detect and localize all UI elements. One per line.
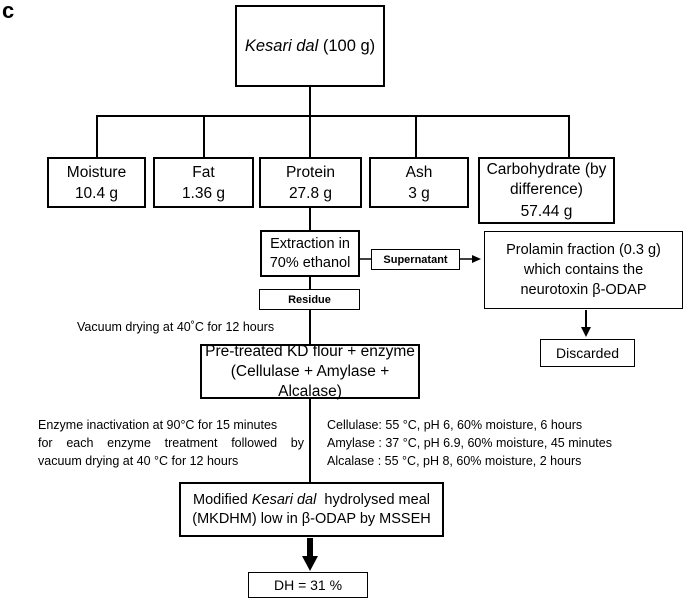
condition-cellulase: Cellulase: 55 °C, pH 6, 60% moisture, 6 … [327,418,583,432]
connector-carbohydrate [568,115,570,157]
connector-protein [309,115,311,157]
supernatant-arrowhead [472,255,481,263]
connector-root-down [309,86,311,116]
modified-box: Modified Kesari dal hydrolysed meal (MKD… [179,482,444,537]
connector-fat [203,115,205,157]
discarded-box: Discarded [540,339,635,367]
inactivation-note: Enzyme inactivation at 90°C for 15 minut… [38,416,304,470]
protein-box: Protein 27.8 g [259,157,362,208]
condition-alcalase: Alcalase : 55 °C, pH 8, 60% moisture, 2 … [327,454,582,468]
root-name: Kesari dal [244,36,319,55]
modified-line1-italic: Kesari dal [251,491,317,508]
prolamin-line1: Prolamin fraction (0.3 g) [506,242,661,258]
supernatant-label: Supernatant [371,249,460,270]
inactivation-line3: vacuum drying at 40 °C for 12 hours [38,454,239,468]
root-box: Kesari dal (100 g) [235,5,385,87]
prolamin-line2: which contains the [523,262,644,278]
pretreated-box: Pre-treated KD flour + enzyme (Cellulase… [200,342,420,400]
residue-label: Residue [259,289,360,310]
modified-line1-post: hydrolysed meal [316,491,430,508]
supernatant-text: Supernatant [383,253,448,266]
pretreated-line1: Pre-treated KD flour + enzyme [205,342,415,360]
moisture-value: 10.4 g [74,184,119,202]
modified-line1: Modified Kesari dal hydrolysed meal [193,491,430,510]
enzyme-conditions: Cellulase: 55 °C, pH 6, 60% moisture, 6 … [327,416,612,470]
prolamin-line3: neurotoxin β-ODAP [520,282,647,298]
inactivation-line2: for each enzyme treatment followed by [38,436,304,450]
ash-box: Ash 3 g [369,157,469,208]
carbohydrate-value: 57.44 g [520,202,573,220]
extraction-line1: Extraction in [270,235,350,252]
connector-protein-extraction [309,208,311,230]
condition-amylase: Amylase : 37 °C, pH 6.9, 60% moisture, 4… [327,436,612,450]
fat-value: 1.36 g [181,184,226,202]
connector-ash [415,115,417,157]
fat-label: Fat [192,163,215,181]
ash-label: Ash [405,163,433,181]
moisture-label: Moisture [66,163,127,181]
extraction-box: Extraction in 70% ethanol [260,230,360,277]
prolamin-box: Prolamin fraction (0.3 g) which contains… [484,231,683,309]
panel-label: c [2,0,15,23]
discarded-text: Discarded [555,345,620,361]
discarded-arrowhead [581,327,591,337]
root-amount: (100 g) [322,36,376,55]
residue-text: Residue [288,293,331,306]
connector-horizontal [96,115,570,117]
connector-moisture [96,115,98,157]
dh-arrowhead [302,556,318,571]
carbohydrate-label: Carbohydrate (by difference) [486,160,607,198]
inactivation-line1: Enzyme inactivation at 90°C for 15 minut… [38,418,278,432]
fat-box: Fat 1.36 g [153,157,254,208]
connector-pretreated-modified [309,398,311,482]
protein-value: 27.8 g [288,184,333,202]
carbohydrate-box: Carbohydrate (by difference) 57.44 g [478,157,615,224]
pretreated-line2: (Cellulase + Amylase + Alcalase) [230,362,390,400]
modified-line2: (MKDHM) low in β-ODAP by MSSEH [192,510,431,527]
vacuum-note: Vacuum drying at 40˚C for 12 hours [77,320,275,334]
protein-label: Protein [285,163,336,181]
modified-line1-pre: Modified [193,491,252,508]
ash-value: 3 g [408,184,430,202]
extraction-line2: 70% ethanol [269,254,351,271]
moisture-box: Moisture 10.4 g [47,157,146,208]
dh-text: DH = 31 % [273,577,343,593]
dh-box: DH = 31 % [248,572,368,598]
connector-extraction-pretreated [309,276,311,344]
